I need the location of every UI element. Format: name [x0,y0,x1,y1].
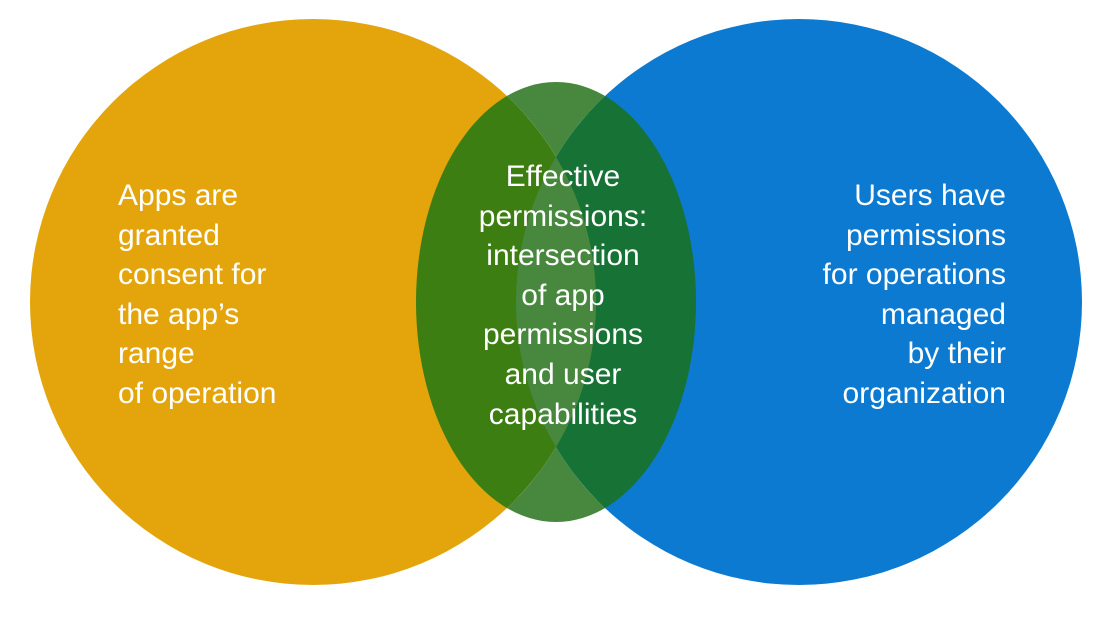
venn-svg-canvas [30,19,1082,585]
center-ellipse-white-area [416,82,696,522]
venn-diagram: Apps are granted consent for the app’s r… [30,19,1082,585]
center-ellipse-outside-group [416,82,696,522]
